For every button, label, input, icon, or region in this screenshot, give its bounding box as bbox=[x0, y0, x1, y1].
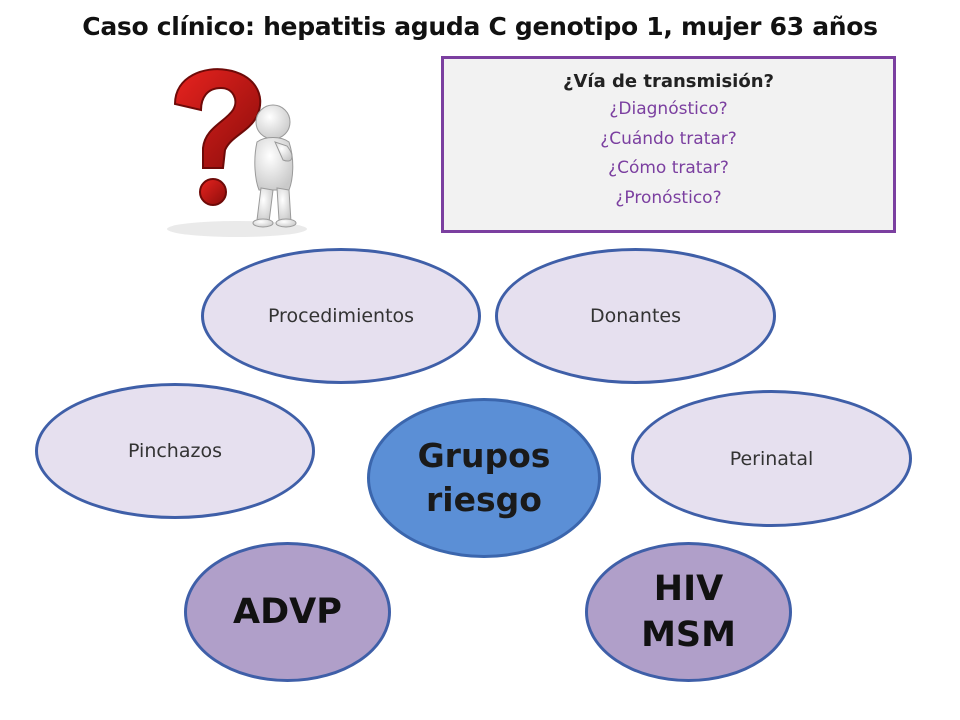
node-procedimientos: Procedimientos bbox=[201, 248, 481, 384]
node-pinchazos: Pinchazos bbox=[35, 383, 315, 519]
node-procedimientos-label: Procedimientos bbox=[267, 305, 415, 327]
node-pinchazos-label: Pinchazos bbox=[128, 440, 222, 462]
question-diagnostico: ¿Diagnóstico? bbox=[609, 99, 728, 119]
node-grupos-riesgo-label: Grupos riesgo bbox=[417, 436, 551, 519]
node-hiv-msm: HIV MSM bbox=[585, 542, 792, 682]
node-hiv-msm-label: HIV MSM bbox=[641, 569, 736, 655]
question-como-tratar: ¿Cómo tratar? bbox=[608, 158, 729, 178]
node-perinatal-label: Perinatal bbox=[729, 447, 814, 470]
slide-title: Caso clínico: hepatitis aguda C genotipo… bbox=[82, 12, 878, 41]
question-cuando-tratar: ¿Cuándo tratar? bbox=[600, 128, 737, 149]
question-main: ¿Vía de transmisión? bbox=[563, 71, 774, 92]
node-grupos-riesgo: Grupos riesgo bbox=[367, 398, 601, 558]
node-advp-label: ADVP bbox=[233, 592, 342, 632]
question-mark-thinking-figure-icon bbox=[167, 68, 307, 237]
questions-box: ¿Vía de transmisión? ¿Diagnóstico? ¿Cuán… bbox=[441, 56, 896, 233]
node-advp: ADVP bbox=[184, 542, 391, 682]
node-donantes: Donantes bbox=[495, 248, 776, 384]
node-perinatal: Perinatal bbox=[631, 390, 912, 527]
question-pronostico: ¿Pronóstico? bbox=[615, 187, 722, 208]
node-donantes-label: Donantes bbox=[589, 305, 682, 327]
